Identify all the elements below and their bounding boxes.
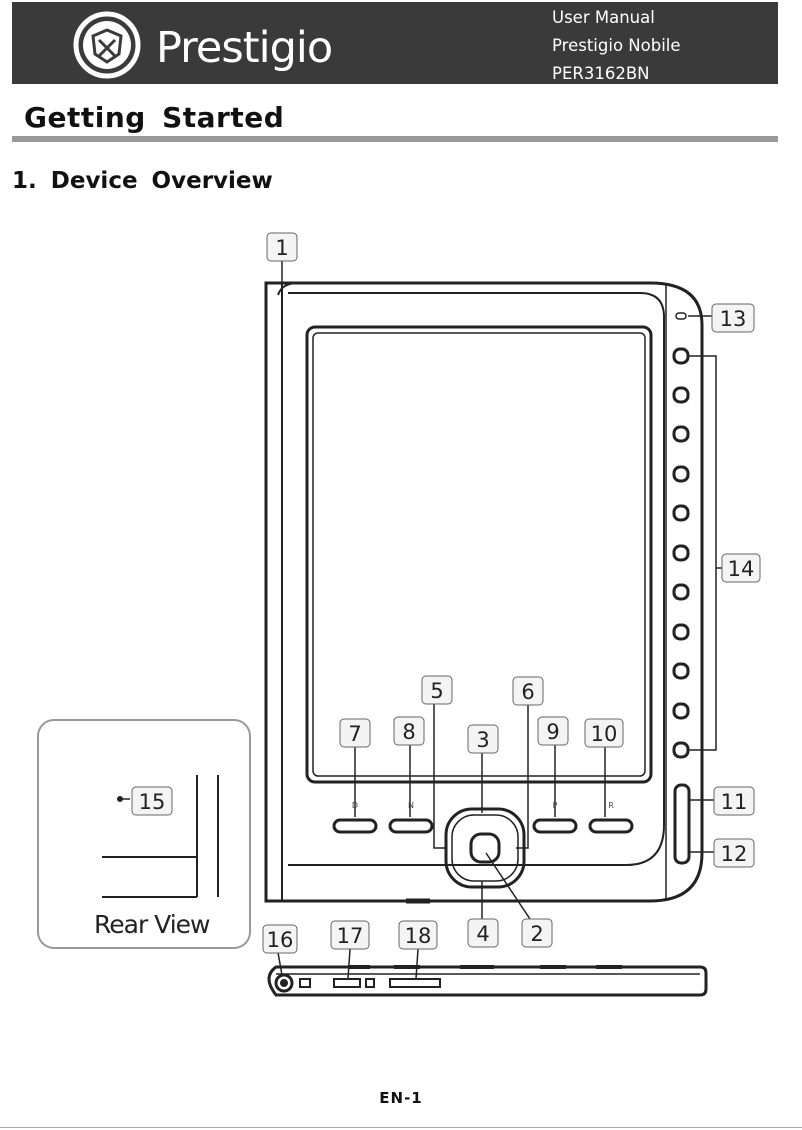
callout-5: 5 (421, 675, 453, 705)
callout-14: 14 (721, 553, 761, 583)
callout-3: 3 (467, 724, 499, 754)
callout-8: 8 (393, 716, 425, 746)
callout-10: 10 (584, 718, 624, 748)
ok-button (469, 832, 501, 864)
callout-18: 18 (398, 920, 438, 950)
callout-1: 1 (266, 232, 298, 262)
svg-text:1: 1 (275, 236, 288, 260)
callout-12: 12 (713, 838, 755, 868)
device-screen (305, 325, 653, 784)
svg-text:6: 6 (521, 680, 534, 704)
callout-16: 16 (262, 924, 298, 954)
button-glyph-r: R (608, 801, 614, 810)
subsection-title: 1. Device Overview (12, 168, 273, 194)
svg-text:8: 8 (402, 720, 415, 744)
prestigio-logo: Prestigio (72, 10, 372, 80)
callout-13: 13 (711, 303, 755, 333)
svg-text:3: 3 (476, 728, 489, 752)
menu-button-n (388, 818, 434, 834)
svg-text:15: 15 (139, 790, 166, 814)
rear-view-label: Rear View (94, 910, 210, 939)
page-number: EN-1 (379, 1089, 423, 1107)
callout-9: 9 (537, 716, 569, 746)
callout-15: 15 (131, 786, 173, 816)
svg-text:11: 11 (721, 790, 748, 814)
section-title: Getting Started (24, 101, 285, 134)
volume-rocker (673, 783, 691, 865)
button-glyph-p: P (553, 801, 558, 810)
svg-text:10: 10 (591, 722, 618, 746)
section-divider (12, 136, 778, 142)
model-number: PER3162BN (552, 64, 650, 83)
svg-text:18: 18 (405, 924, 432, 948)
button-glyph-n: N (408, 801, 414, 810)
rear-view-inset (37, 719, 251, 949)
menu-button-d (332, 818, 378, 834)
svg-text:7: 7 (348, 722, 361, 746)
side-number-buttons (672, 347, 690, 759)
button-glyph-d: D (352, 801, 358, 810)
manual-title: User Manual (552, 8, 655, 27)
navigation-pad (444, 807, 526, 889)
svg-text:4: 4 (476, 922, 489, 946)
callout-6: 6 (512, 676, 544, 706)
prestigio-crest-icon (73, 11, 141, 79)
svg-text:16: 16 (267, 928, 294, 952)
svg-text:17: 17 (337, 924, 364, 948)
callout-11: 11 (713, 786, 755, 816)
menu-button-r (588, 818, 634, 834)
callout-17: 17 (330, 920, 370, 950)
svg-text:9: 9 (546, 720, 559, 744)
manual-info: User Manual Prestigio Nobile PER3162BN (552, 4, 681, 88)
svg-text:12: 12 (721, 842, 748, 866)
callout-4: 4 (467, 918, 499, 948)
device-overview-diagram: D N P R 1 2 3 4 5 6 7 8 9 10 11 12 13 14… (37, 232, 761, 997)
brand-name: Prestigio (156, 23, 333, 73)
product-name: Prestigio Nobile (552, 36, 681, 55)
svg-text:13: 13 (720, 307, 747, 331)
device-side-view (267, 965, 708, 997)
callout-2: 2 (521, 918, 553, 948)
menu-button-p (532, 818, 578, 834)
svg-text:5: 5 (430, 679, 443, 703)
svg-text:14: 14 (728, 557, 755, 581)
indicator-led (675, 312, 687, 320)
page-header: Prestigio User Manual Prestigio Nobile P… (12, 2, 778, 84)
svg-text:2: 2 (530, 922, 543, 946)
footer-divider (0, 1127, 802, 1128)
callout-7: 7 (339, 718, 371, 748)
